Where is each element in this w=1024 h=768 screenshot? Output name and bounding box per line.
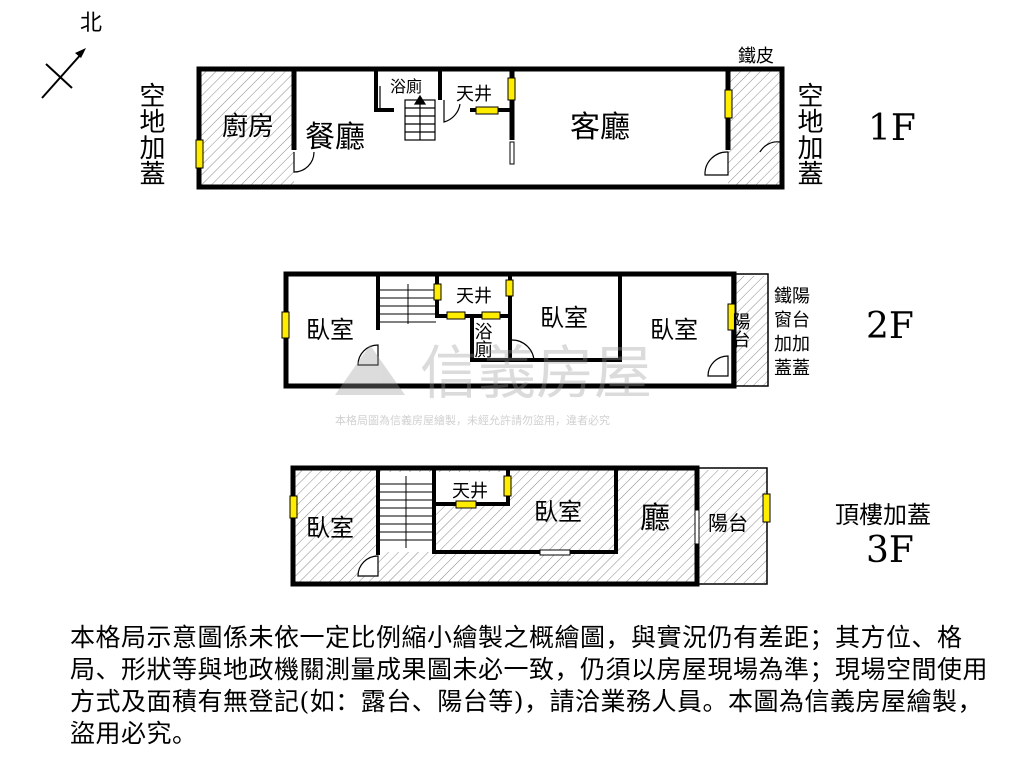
f1-outer-wall bbox=[196, 66, 785, 190]
f2-floor-label: 2F bbox=[866, 306, 914, 347]
f1-kitchen-area bbox=[201, 71, 294, 185]
f3-door bbox=[357, 555, 379, 577]
f2-window bbox=[446, 311, 466, 320]
f1-stairs bbox=[404, 94, 436, 141]
f1-door bbox=[293, 151, 315, 173]
f3-window bbox=[503, 475, 512, 497]
f2-window bbox=[481, 311, 501, 320]
floor-3: 臥室 天井 臥室 廳 陽台 頂樓加蓋 3F bbox=[289, 465, 931, 587]
f3-hall-label: 廳 bbox=[640, 501, 670, 536]
f1-left-annex-label: 空地加蓋 bbox=[135, 82, 165, 186]
f2-stairs bbox=[380, 284, 436, 324]
f3-bedroom-mid-label: 臥室 bbox=[534, 498, 582, 526]
f3-floor-label: 3F bbox=[866, 530, 914, 571]
f2-bath-label: 浴廁 bbox=[472, 322, 493, 359]
f1-bath-label: 浴廁 bbox=[390, 77, 422, 96]
f1-dining-label: 餐廳 bbox=[305, 120, 365, 155]
disclaimer-text: 本格局示意圖係未依一定比例縮小繪製之概繪圖，與實況仍有差距；其方位、格局、形狀等… bbox=[70, 623, 989, 748]
f2-window bbox=[281, 311, 290, 339]
f2-window bbox=[433, 283, 442, 301]
watermark: 信義房屋 本格局圖為信義房屋繪製，未經允許請勿盜用，違者必究 bbox=[335, 339, 652, 427]
f1-lightwell-label: 天井 bbox=[456, 84, 492, 105]
f1-living-label: 客廳 bbox=[570, 110, 630, 145]
compass-arrow bbox=[41, 51, 84, 99]
f2-bedroom-right-label: 臥室 bbox=[650, 316, 698, 344]
f3-window bbox=[455, 500, 477, 509]
f1-right-annex-area bbox=[728, 71, 780, 185]
f3-stairs bbox=[380, 476, 432, 548]
f3-window bbox=[762, 493, 771, 523]
watermark-brand: 信義房屋 bbox=[420, 339, 652, 407]
f2-balcony-area bbox=[732, 276, 768, 386]
f1-floor-label: 1F bbox=[868, 108, 916, 149]
f3-balcony-area bbox=[697, 470, 767, 583]
f2-door bbox=[357, 344, 379, 366]
f3-window bbox=[289, 495, 298, 519]
f3-annex-label: 頂樓加蓋 bbox=[835, 501, 931, 529]
f1-window bbox=[724, 89, 733, 119]
f3-bedroom-left-label: 臥室 bbox=[306, 514, 354, 542]
f1-door bbox=[443, 100, 461, 123]
f3-balcony-label: 陽台 bbox=[708, 511, 748, 535]
f3-lightwell-area bbox=[435, 472, 507, 506]
f1-right-top-note: 鐵皮 bbox=[738, 46, 774, 67]
f2-bedroom-mid-label: 臥室 bbox=[540, 304, 588, 332]
compass: 北 bbox=[41, 11, 102, 99]
f1-door bbox=[759, 141, 781, 153]
f1-right-annex-label: 空地加蓋 bbox=[793, 82, 823, 186]
compass-north-label: 北 bbox=[80, 11, 102, 36]
f2-door bbox=[707, 355, 729, 377]
watermark-notice: 本格局圖為信義房屋繪製，未經允許請勿盜用，違者必究 bbox=[335, 413, 610, 427]
f2-balcony-label: 陽台 bbox=[730, 312, 751, 348]
f3-lightwell-label: 天井 bbox=[452, 481, 488, 502]
f1-window bbox=[195, 139, 204, 169]
f1-opening bbox=[509, 141, 515, 165]
floor-2: 臥室 天井 浴廁 臥室 臥室 陽台 鐵陽 窗台 加加 蓋蓋 2F bbox=[281, 271, 914, 389]
compass-cross bbox=[45, 63, 73, 89]
f1-window bbox=[507, 77, 516, 101]
f2-bedroom-left-label: 臥室 bbox=[306, 316, 354, 344]
f2-right-annex-label: 鐵陽 窗台 加加 蓋蓋 bbox=[774, 286, 816, 379]
f1-window bbox=[475, 106, 499, 115]
f1-kitchen-label: 廚房 bbox=[222, 112, 274, 142]
f2-door bbox=[511, 339, 535, 363]
f2-window bbox=[727, 303, 736, 331]
f3-opening bbox=[539, 549, 571, 556]
f2-window bbox=[505, 279, 514, 297]
watermark-house-icon bbox=[335, 345, 405, 395]
f1-door bbox=[704, 151, 729, 176]
f2-lightwell-label: 天井 bbox=[456, 286, 492, 307]
f3-opening bbox=[694, 509, 700, 545]
floor-1: 廚房 餐廳 浴廁 天井 客廳 鐵皮 空地加蓋 空地加蓋 1F bbox=[135, 46, 916, 190]
compass-arrowhead-icon bbox=[75, 48, 86, 58]
